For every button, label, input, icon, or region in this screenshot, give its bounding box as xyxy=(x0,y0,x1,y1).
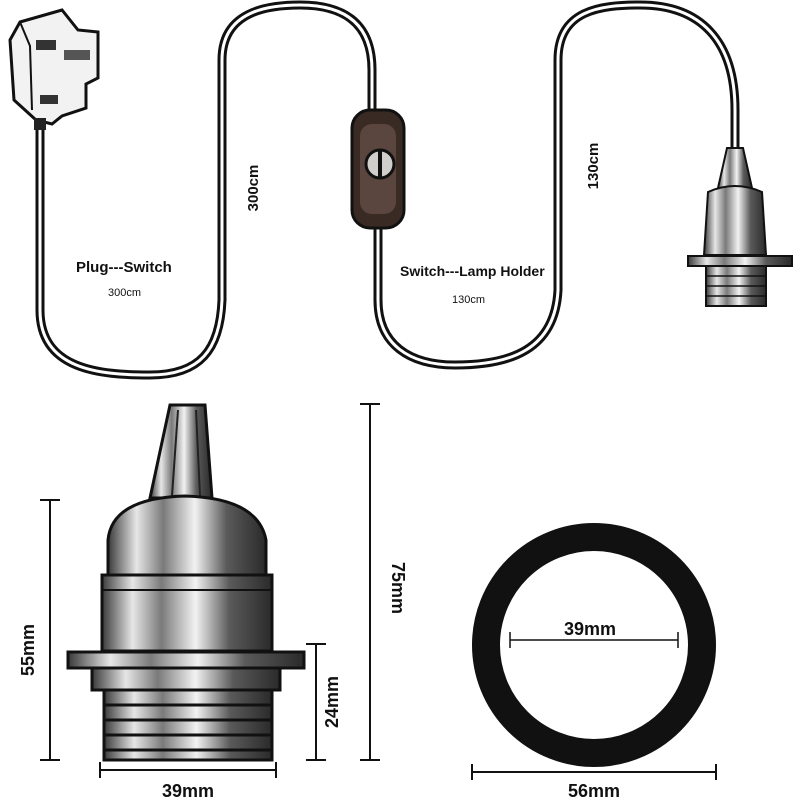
lamp-holder-detail: 55mm 24mm 75mm 39mm xyxy=(18,403,408,800)
shade-ring-detail: 39mm 56mm xyxy=(471,523,717,800)
total-height-label: 75mm xyxy=(388,562,408,614)
body-height-label: 55mm xyxy=(18,624,38,676)
dimension-56mm-ring: 56mm xyxy=(471,764,717,800)
dimension-39mm-ring: 39mm xyxy=(509,619,679,648)
plug-switch-title: Plug---Switch xyxy=(76,259,172,276)
thread-width-label: 39mm xyxy=(162,781,214,800)
switch-holder-title: Switch---Lamp Holder xyxy=(400,263,545,279)
plug-switch-vertical-length: 300cm xyxy=(245,165,262,212)
cable-assembly: Plug---Switch 300cm 300cm Switch---Lamp … xyxy=(8,0,793,380)
dimension-39mm-holder: 39mm xyxy=(99,762,277,800)
dimension-55mm: 55mm xyxy=(18,499,60,761)
switch-holder-length: 130cm xyxy=(452,294,485,306)
lamp-holder-small-icon xyxy=(687,147,793,307)
uk-plug-icon xyxy=(8,8,100,130)
dimension-75mm: 75mm xyxy=(360,403,408,761)
plug-switch-length: 300cm xyxy=(108,287,141,299)
ring-inner-diameter-label: 39mm xyxy=(564,619,616,639)
cable-highlight xyxy=(38,3,737,377)
thread-height-label: 24mm xyxy=(322,676,342,728)
ring-outer-diameter-label: 56mm xyxy=(568,781,620,800)
dimension-24mm: 24mm xyxy=(306,643,342,761)
dimmer-switch-icon xyxy=(350,108,406,230)
switch-holder-vertical-length: 130cm xyxy=(585,143,602,190)
